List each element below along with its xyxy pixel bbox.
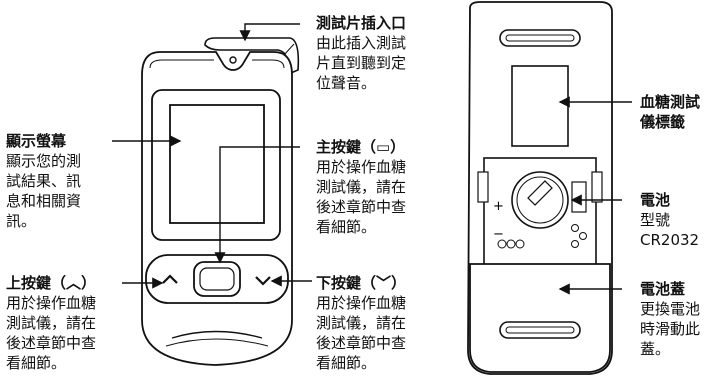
main-button-line-3: 後述章節中查 xyxy=(316,198,407,216)
battery-minus-mark: − xyxy=(493,227,504,242)
down-button-line-3: 後述章節中查 xyxy=(316,334,407,352)
battery-callout: 電池 型號 CR2032 xyxy=(640,190,699,250)
meter-label-title-2: 儀標籤 xyxy=(640,113,686,131)
battery-cover-line-3: 蓋。 xyxy=(640,340,671,358)
top-grip xyxy=(499,29,581,47)
down-button-line-1: 用於操作血糖 xyxy=(316,294,407,312)
display-screen xyxy=(169,104,265,224)
display-callout: 顯示螢幕 顯示您的測 試結果、訊 息和相關資 訊。 xyxy=(6,131,81,231)
display-line-3: 息和相關資 xyxy=(6,192,82,210)
down-button-line-4: 看細節。 xyxy=(316,354,377,372)
strip-port-line-2: 片直到聽到定 xyxy=(316,54,407,72)
cover-grip xyxy=(499,321,581,339)
up-button-line-3: 後述章節中查 xyxy=(6,334,97,352)
strip-port-title: 測試片插入口 xyxy=(316,14,407,32)
display-line-2: 試結果、訊 xyxy=(6,172,82,190)
down-button-title: 下按鍵（﹀） xyxy=(316,274,407,292)
down-button-line-2: 測試儀，請在 xyxy=(316,314,407,332)
display-title: 顯示螢幕 xyxy=(6,132,67,150)
display-line-4: 訊。 xyxy=(6,212,37,230)
main-button-line-1: 用於操作血糖 xyxy=(316,158,407,176)
display-line-1: 顯示您的測 xyxy=(6,152,82,170)
up-button-glyph xyxy=(162,274,178,284)
main-button xyxy=(193,261,241,297)
up-button-line-2: 測試儀，請在 xyxy=(6,314,97,332)
meter-label-area xyxy=(511,65,569,147)
back-device: + − xyxy=(467,1,613,375)
main-button-callout: 主按鍵（▭） 用於操作血糖 測試儀，請在 後述章節中查 看細節。 xyxy=(316,137,406,237)
main-button-line-4: 看細節。 xyxy=(316,218,377,236)
up-button-callout: 上按鍵（︿） 用於操作血糖 測試儀，請在 後述章節中查 看細節。 xyxy=(6,273,96,373)
down-button-glyph xyxy=(255,276,271,286)
battery-cover xyxy=(469,263,611,373)
battery-plus-mark: + xyxy=(493,199,504,214)
main-button-title: 主按鍵（▭） xyxy=(316,138,406,156)
battery-cover-title: 電池蓋 xyxy=(640,280,686,298)
battery-cover-callout: 電池蓋 更換電池 時滑動此 蓋。 xyxy=(640,279,700,359)
up-button-line-4: 看細節。 xyxy=(6,354,67,372)
strip-port-callout: 測試片插入口 由此插入測試 片直到聽到定 位聲音。 xyxy=(316,13,406,93)
up-button-line-1: 用於操作血糖 xyxy=(6,294,97,312)
meter-label-title-1: 血糖測試 xyxy=(640,93,701,111)
battery-cover-line-2: 時滑動此 xyxy=(640,320,701,338)
meter-label-callout: 血糖測試 儀標籤 xyxy=(640,92,700,132)
battery-line-2: CR2032 xyxy=(640,231,700,249)
strip-port-hole xyxy=(229,56,237,64)
strip-port-line-3: 位聲音。 xyxy=(316,74,377,92)
up-button-title: 上按鍵（︿） xyxy=(6,274,97,292)
leader-lines xyxy=(112,23,632,295)
strip-port-line-1: 由此插入測試 xyxy=(316,34,407,52)
front-device xyxy=(141,37,300,366)
battery-cover-line-1: 更換電池 xyxy=(640,300,701,318)
main-button-line-2: 測試儀，請在 xyxy=(316,178,407,196)
bottom-groove xyxy=(171,330,263,339)
battery-title: 電池 xyxy=(640,191,671,209)
battery-line-1: 型號 xyxy=(640,211,671,229)
down-button-callout: 下按鍵（﹀） 用於操作血糖 測試儀，請在 後述章節中查 看細節。 xyxy=(316,273,406,373)
